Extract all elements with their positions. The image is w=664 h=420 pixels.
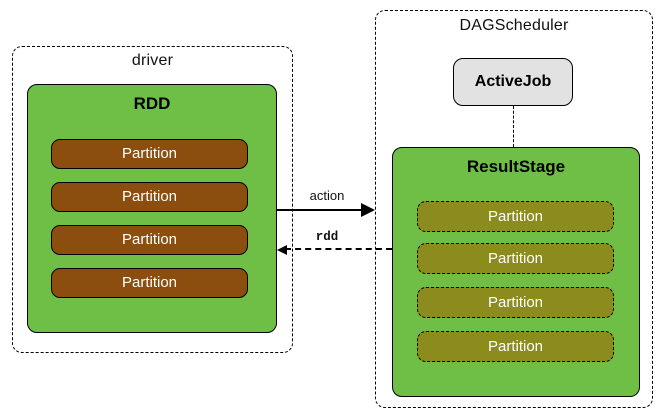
rdd-partition: Partition — [51, 139, 248, 169]
resultstage-partition: Partition — [417, 287, 614, 318]
action-edge-line — [277, 209, 362, 211]
rdd-edge-line — [285, 248, 392, 250]
activejob-box: ActiveJob — [453, 58, 573, 106]
rdd-partition: Partition — [51, 225, 248, 255]
rdd-partition: Partition — [51, 182, 248, 212]
rdd-partition: Partition — [51, 268, 248, 298]
resultstage-box: ResultStage Partition Partition Partitio… — [392, 147, 640, 397]
rdd-box: RDD Partition Partition Partition Partit… — [27, 84, 277, 333]
action-edge-label: action — [309, 188, 345, 203]
driver-group — [12, 46, 293, 353]
driver-group-title: driver — [131, 52, 174, 69]
resultstage-partition: Partition — [417, 243, 614, 274]
dagscheduler-group-title: DAGScheduler — [459, 17, 569, 34]
rdd-edge-label: rdd — [315, 230, 339, 244]
resultstage-partition: Partition — [417, 331, 614, 362]
rdd-arrowhead-icon — [277, 245, 287, 255]
dagscheduler-group — [375, 10, 653, 408]
rdd-title: RDD — [133, 94, 171, 113]
activejob-resultstage-connector — [513, 106, 514, 147]
resultstage-title: ResultStage — [466, 157, 566, 176]
action-arrowhead-icon — [361, 203, 375, 217]
resultstage-partition: Partition — [417, 201, 614, 232]
